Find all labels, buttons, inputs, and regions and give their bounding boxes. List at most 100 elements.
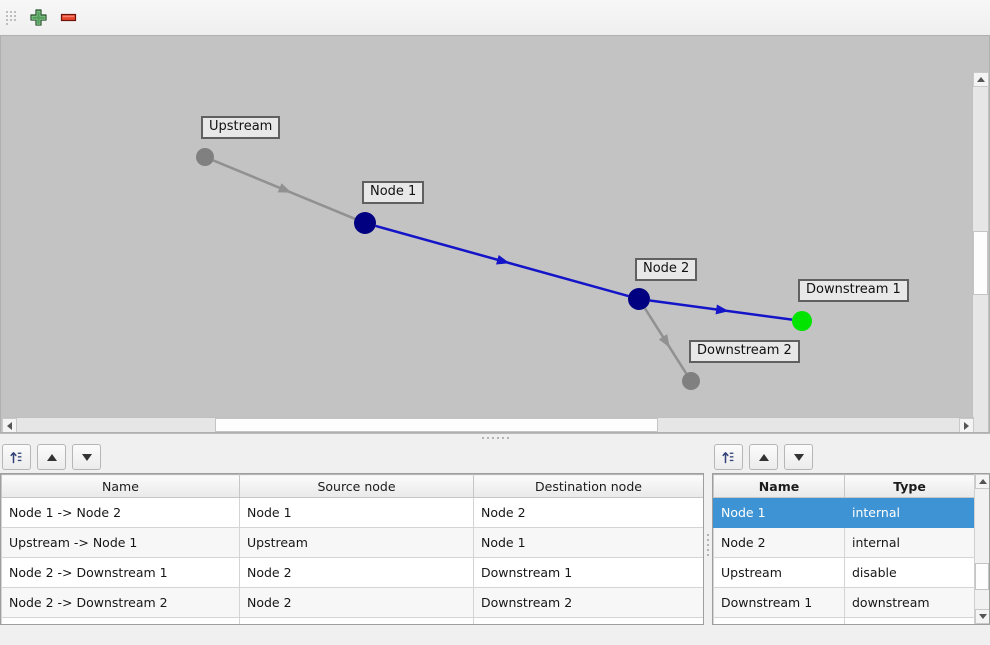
graph-node-label-node2[interactable]: Node 2 [635,258,698,281]
graph-node-upstream[interactable] [196,148,214,166]
table-cell-1[interactable]: internal [844,527,975,558]
horizontal-splitter[interactable] [0,433,990,442]
canvas-vscroll-thumb[interactable] [973,231,988,295]
nodes-move-up-button[interactable] [749,444,778,470]
table-cell-0[interactable]: Node 1 -> Node 2 [1,497,240,528]
table-cell-1[interactable]: Upstream [239,527,474,558]
table-cell-2[interactable]: Node 2 [473,497,703,528]
table-cell-2[interactable]: Downstream 2 [473,587,703,618]
links-toolbar [0,442,704,473]
table-cell-1[interactable]: disable [844,557,975,588]
column-header-0[interactable]: Name [713,474,845,498]
nodes-sort-button[interactable] [714,444,743,470]
vertical-splitter[interactable] [704,470,712,620]
canvas-hscroll-thumb[interactable] [214,418,658,432]
table-cell-0[interactable]: Downstream 1 [713,587,845,618]
column-header-0[interactable]: Name [1,474,240,498]
column-header-1[interactable]: Type [844,474,975,498]
minus-icon [60,13,76,22]
plus-icon [29,9,47,26]
table-cell-0[interactable]: Upstream [713,557,845,588]
table-empty-cell [713,617,845,624]
column-header-1[interactable]: Source node [239,474,474,498]
graph-node-node2[interactable] [628,288,650,310]
graph-node-downstream2[interactable] [682,372,700,390]
canvas-vertical-scrollbar[interactable] [972,72,989,432]
table-cell-1[interactable]: Node 2 [239,557,474,588]
chevron-up-icon [977,77,985,82]
graph-node-label-node1[interactable]: Node 1 [362,181,425,204]
table-cell-0[interactable]: Node 1 [713,497,845,528]
edge-arrow-icon [496,254,510,265]
edge-arrow-icon [658,334,670,348]
add-node-button[interactable] [23,3,53,33]
nodes-move-down-button[interactable] [784,444,813,470]
arrow-up-icon [758,453,769,461]
nodes-scroll-down-button[interactable] [975,609,989,624]
graph-node-label-upstream[interactable]: Upstream [201,116,281,139]
canvas-scroll-up-button[interactable] [973,72,989,87]
nodes-vscroll-thumb[interactable] [975,563,989,590]
table-cell-1[interactable]: Node 2 [239,587,474,618]
table-empty-cell [239,617,474,624]
splitter-grip-dots-vertical [707,534,709,556]
sort-icon [722,451,734,463]
arrow-down-icon [793,453,804,461]
graph-node-node1[interactable] [354,212,376,234]
edge-arrow-icon [715,304,729,315]
nodes-toolbar [712,442,990,473]
drag-grip[interactable] [4,7,16,29]
table-empty-cell [473,617,703,624]
chevron-left-icon [7,421,12,430]
table-cell-0[interactable]: Node 2 -> Downstream 2 [1,587,240,618]
nodes-table-vertical-scrollbar[interactable] [974,474,989,624]
table-cell-2[interactable]: Node 1 [473,527,703,558]
sort-icon [10,451,22,463]
canvas-horizontal-scrollbar[interactable] [2,417,974,432]
table-cell-0[interactable]: Node 2 -> Downstream 1 [1,557,240,588]
canvas-scroll-left-button[interactable] [2,418,17,432]
links-move-down-button[interactable] [72,444,101,470]
remove-node-button[interactable] [53,3,83,33]
column-header-2[interactable]: Destination node [473,474,703,498]
table-cell-0[interactable]: Node 2 [713,527,845,558]
chevron-up-icon [978,479,987,484]
table-empty-row [1,617,703,624]
edge-arrow-icon [277,183,292,193]
graph-node-label-downstream1[interactable]: Downstream 1 [798,279,909,302]
table-empty-cell [844,617,975,624]
table-cell-2[interactable]: Downstream 1 [473,557,703,588]
table-cell-0[interactable]: Upstream -> Node 1 [1,527,240,558]
nodes-scroll-up-button[interactable] [975,474,989,489]
canvas-scroll-right-button[interactable] [959,418,974,432]
main-toolbar [0,0,990,36]
links-sort-button[interactable] [2,444,31,470]
table-cell-1[interactable]: Node 1 [239,497,474,528]
chevron-right-icon [964,421,969,430]
table-cell-1[interactable]: downstream [844,587,975,618]
graph-node-downstream1[interactable] [792,311,812,331]
links-move-up-button[interactable] [37,444,66,470]
table-empty-cell [1,617,240,624]
graph-edges-layer [212,159,793,375]
graph-node-label-downstream2[interactable]: Downstream 2 [689,340,800,363]
table-cell-1[interactable]: internal [844,497,975,528]
